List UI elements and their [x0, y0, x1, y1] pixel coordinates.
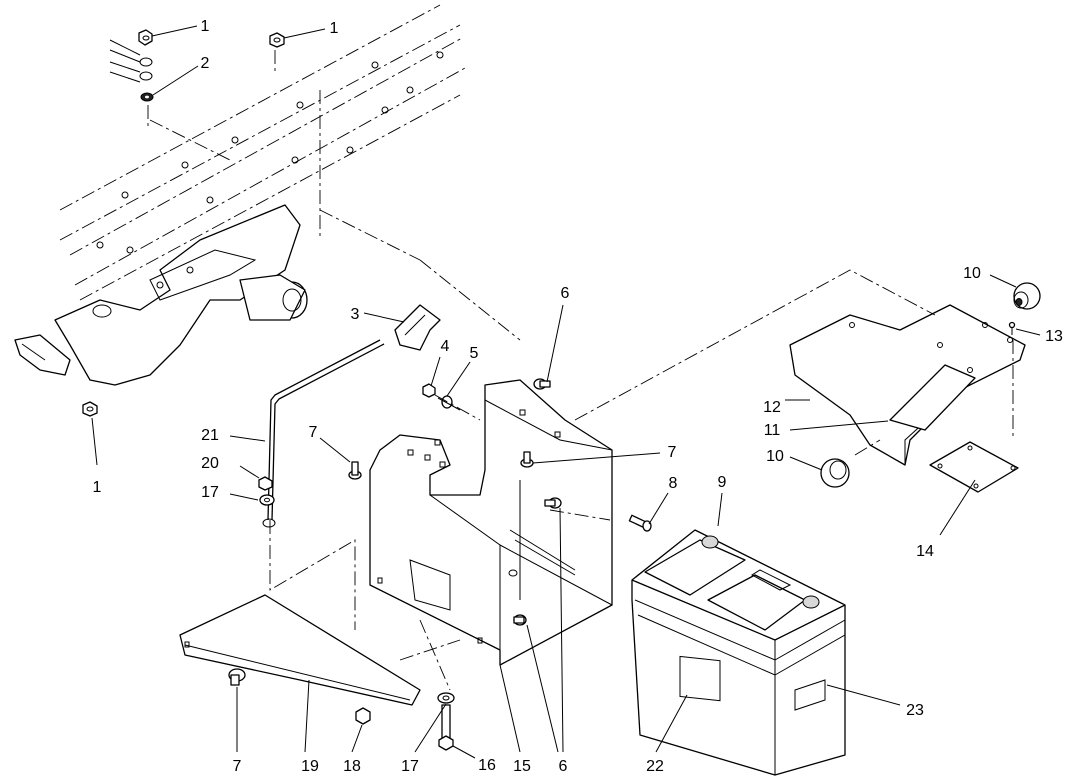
callout-1: 1: [330, 20, 339, 37]
callout-11: 11: [764, 422, 781, 439]
bolt-6-mid: [544, 497, 562, 509]
knob-10-bottom: [820, 458, 850, 488]
callout-19: 19: [301, 758, 319, 775]
knob-10-top: [1013, 282, 1041, 310]
leader-lines: [91, 25, 1041, 759]
callout-1: 1: [201, 18, 210, 35]
callout-23: 23: [906, 702, 924, 719]
screw-13: [1008, 321, 1016, 335]
callout-7: 7: [233, 758, 242, 775]
hitch-bracket: [14, 204, 308, 386]
shield-19: [179, 594, 421, 706]
callout-21: 21: [201, 427, 219, 444]
callout-14: 14: [916, 543, 934, 560]
callout-13: 13: [1045, 328, 1063, 345]
nut-20: [258, 476, 273, 491]
callout-17: 17: [201, 484, 219, 501]
nut-1-right: [269, 32, 285, 48]
cover-12: [789, 304, 1026, 466]
lock-washer-2: [140, 92, 154, 102]
bracket-3: [394, 304, 441, 351]
callout-9: 9: [718, 474, 727, 491]
rod-21: [262, 339, 385, 528]
callout-6: 6: [561, 285, 570, 302]
callout-5: 5: [470, 345, 479, 362]
callout-15: 15: [513, 758, 531, 775]
callout-6: 6: [559, 758, 568, 775]
nut-1-left: [138, 29, 153, 46]
callout-10: 10: [963, 265, 981, 282]
callout-1: 1: [93, 479, 102, 496]
callout-8: 8: [669, 475, 678, 492]
callout-16: 16: [478, 757, 496, 774]
frame-rail: [59, 4, 521, 341]
callout-18: 18: [343, 758, 361, 775]
callout-20: 20: [201, 455, 219, 472]
nut-1-bottom: [82, 401, 98, 417]
callout-7: 7: [668, 444, 677, 461]
bolt-4: [422, 383, 436, 398]
callout-22: 22: [646, 758, 664, 775]
bolt-6-top: [533, 378, 551, 390]
callout-17: 17: [401, 758, 419, 775]
battery-tray-15: [369, 379, 613, 666]
bolt-7-lower: [228, 668, 246, 686]
callout-7: 7: [309, 424, 318, 441]
washer-17-upper: [259, 494, 275, 506]
bolt-8: [628, 514, 652, 532]
callout-4: 4: [441, 338, 450, 355]
plate-14: [929, 441, 1019, 493]
callout-3: 3: [351, 306, 360, 323]
assembly-lines: [147, 50, 1014, 691]
callout-2: 2: [201, 55, 210, 72]
washer-17-lower: [437, 692, 455, 704]
callout-10: 10: [766, 448, 784, 465]
nut-18: [355, 707, 371, 725]
terminal-cables: [109, 39, 153, 83]
bolt-7-left: [348, 461, 362, 480]
battery-22: [631, 529, 846, 776]
bolt-6-low: [513, 614, 527, 626]
callout-12: 12: [763, 399, 781, 416]
callout-numbers: 1 1 2 1 3 4 5 6 7 7 8 9 10 13 12 11 10 1…: [93, 18, 1063, 775]
